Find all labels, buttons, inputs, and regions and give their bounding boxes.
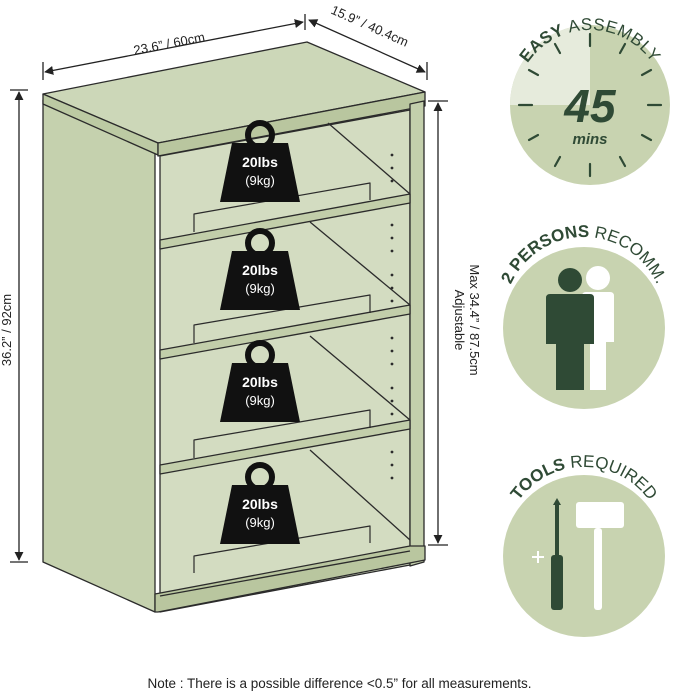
cabinet-crown-molding	[157, 91, 426, 157]
shelf-2	[159, 304, 411, 360]
weight-3-lbs: 20lbs	[242, 374, 278, 390]
tools-required-badge: TOOLS REQUIRED	[503, 452, 665, 637]
weight-icon-3: 20lbs (9kg)	[220, 340, 300, 422]
adjustable-title: Adjustable	[452, 290, 467, 351]
weight-3-kg: (9kg)	[245, 393, 275, 408]
height-label: 36.2” / 92cm	[0, 294, 14, 366]
person-dark-icon	[546, 268, 594, 390]
adjustable-value: Max 34.4” / 87.5cm	[467, 264, 482, 375]
cabinet-base-molding	[154, 545, 426, 613]
weight-icon-1: 20lbs (9kg)	[220, 120, 300, 202]
cabinet-right-edge	[409, 100, 425, 567]
weight-2-kg: (9kg)	[245, 281, 275, 296]
depth-label: 15.9” / 40.4cm	[329, 2, 411, 50]
bookcase-illustration	[42, 41, 426, 613]
cabinet-side-panel	[42, 99, 156, 613]
screwdriver-icon	[532, 498, 563, 610]
weight-icon-4: 20lbs (9kg)	[220, 462, 300, 544]
weight-2-lbs: 20lbs	[242, 262, 278, 278]
dimension-lines	[10, 14, 448, 563]
two-persons-badge: 2 PERSONS RECOMM.	[497, 222, 671, 409]
shelf-1	[159, 193, 411, 250]
weight-4-lbs: 20lbs	[242, 496, 278, 512]
weight-1-lbs: 20lbs	[242, 154, 278, 170]
shelf-3	[159, 419, 411, 475]
clock-ticks-icon	[517, 32, 663, 178]
easy-assembly-badge: EASY ASSEMBLY 45 mins	[510, 15, 670, 185]
assembly-minutes-value: 45	[563, 80, 617, 132]
timer-remaining-sector	[510, 25, 590, 105]
weight-icons: 20lbs (9kg) 20lbs (9kg) 20lbs (9kg) 20lb…	[220, 120, 300, 544]
mallet-icon	[576, 502, 624, 610]
assembly-minutes-unit: mins	[572, 131, 607, 148]
weight-icon-2: 20lbs (9kg)	[220, 228, 300, 310]
measurement-note: Note : There is a possible difference <0…	[147, 676, 532, 691]
width-label: 23.6” / 60cm	[132, 29, 206, 58]
weight-1-kg: (9kg)	[245, 173, 275, 188]
weight-4-kg: (9kg)	[245, 515, 275, 530]
